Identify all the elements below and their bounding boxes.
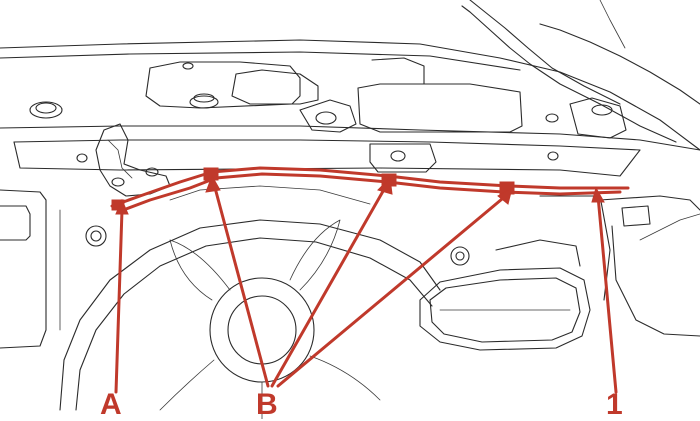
headlamp: [419, 195, 700, 351]
body-outline: [0, 0, 700, 151]
cross-member: [0, 125, 700, 177]
callout-b-label: B: [256, 388, 278, 421]
cooling-fan: [59, 185, 441, 419]
mounting-bolts: [85, 225, 470, 266]
callout-1-label: 1: [606, 388, 623, 421]
seal-strip: [110, 166, 630, 214]
hood-latch: [95, 123, 171, 197]
callout-a-label: A: [100, 388, 122, 421]
engine-components: [29, 57, 627, 139]
left-bracket: [0, 189, 61, 349]
leader-lines: [114, 174, 618, 394]
